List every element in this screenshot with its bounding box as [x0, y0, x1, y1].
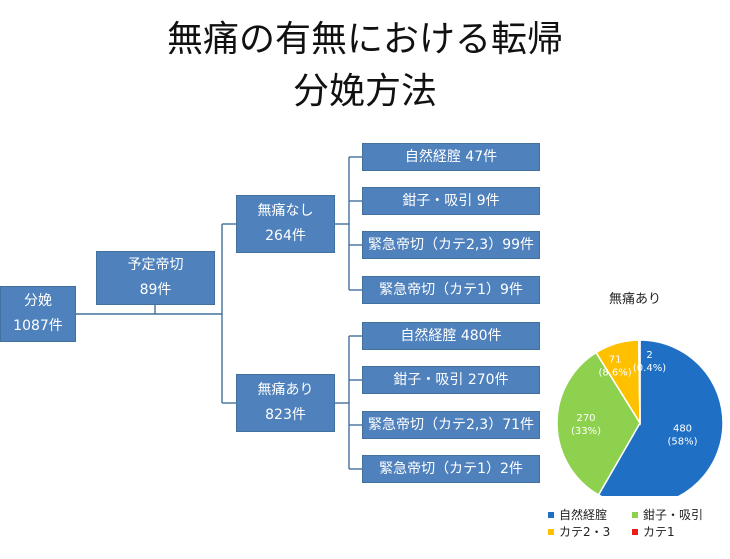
node-no-epidural: 無痛なし 264件: [236, 195, 335, 253]
node-no-epidural-label: 無痛なし: [257, 203, 314, 219]
pie-slice: [637, 339, 641, 424]
legend-label: 自然経腟: [559, 508, 608, 522]
node-planned-cesarean: 予定帝切 89件: [96, 251, 215, 305]
leaf-no-epidural-emergency-cat1: 緊急帝切（カテ1）9件: [362, 276, 540, 304]
node-planned-cesarean-count: 89件: [139, 282, 172, 298]
pie-chart-title: 無痛あり: [608, 292, 661, 307]
pie-chart: 480(58%) 270(33%) 71(8.6%)2(0.4%): [556, 339, 724, 496]
leaf-label: 自然経腟 480件: [400, 327, 502, 344]
node-epidural-label: 無痛あり: [257, 382, 314, 398]
leaf-label: 自然経腟 47件: [404, 148, 498, 165]
leaf-label: 緊急帝切（カテ1）2件: [379, 460, 523, 477]
legend-item: 自然経腟: [548, 506, 607, 523]
leaf-epidural-instrumental: 鉗子・吸引 270件: [362, 366, 540, 394]
legend-item: 鉗子・吸引: [632, 506, 703, 523]
pie-slice: [597, 339, 724, 496]
pie-data-label: 480(58%): [667, 423, 697, 447]
slide-title-line1: 無痛の有無における転帰: [166, 19, 563, 60]
node-epidural-count: 823件: [265, 407, 306, 423]
node-delivery: 分娩 1087件: [0, 286, 76, 342]
legend-item: カテ1: [632, 523, 675, 540]
pie-data-label: 71(8.6%): [598, 354, 631, 378]
node-planned-cesarean-label: 予定帝切: [127, 257, 184, 273]
legend-item: カテ2・3: [548, 523, 610, 540]
legend-label: 鉗子・吸引: [643, 508, 704, 522]
legend-swatch: [548, 528, 554, 535]
leaf-label: 緊急帝切（カテ2,3）99件: [367, 236, 535, 253]
leaf-epidural-spontaneous: 自然経腟 480件: [362, 322, 540, 350]
leaf-no-epidural-instrumental: 鉗子・吸引 9件: [362, 187, 540, 215]
pie-slice: [556, 351, 641, 496]
pie-data-label: 270(33%): [571, 413, 601, 437]
legend-swatch: [632, 511, 638, 518]
node-delivery-count: 1087件: [13, 318, 63, 334]
leaf-no-epidural-spontaneous: 自然経腟 47件: [362, 143, 540, 171]
leaf-epidural-emergency-cat23: 緊急帝切（カテ2,3）71件: [362, 411, 540, 439]
legend-label: カテ2・3: [559, 525, 611, 539]
leaf-label: 緊急帝切（カテ1）9件: [379, 281, 523, 298]
slide-title-line2: 分娩方法: [292, 71, 437, 112]
legend-swatch: [548, 511, 554, 518]
node-no-epidural-count: 264件: [265, 228, 306, 244]
leaf-label: 鉗子・吸引 270件: [393, 371, 509, 388]
pie-data-label: 2(0.4%): [633, 350, 666, 374]
legend-swatch: [632, 528, 638, 535]
legend-label: カテ1: [643, 525, 675, 539]
node-delivery-label: 分娩: [24, 293, 52, 309]
leaf-label: 緊急帝切（カテ2,3）71件: [367, 416, 535, 433]
node-epidural: 無痛あり 823件: [236, 374, 335, 432]
leaf-no-epidural-emergency-cat23: 緊急帝切（カテ2,3）99件: [362, 231, 540, 259]
leaf-label: 鉗子・吸引 9件: [402, 192, 500, 209]
leaf-epidural-emergency-cat1: 緊急帝切（カテ1）2件: [362, 455, 540, 483]
